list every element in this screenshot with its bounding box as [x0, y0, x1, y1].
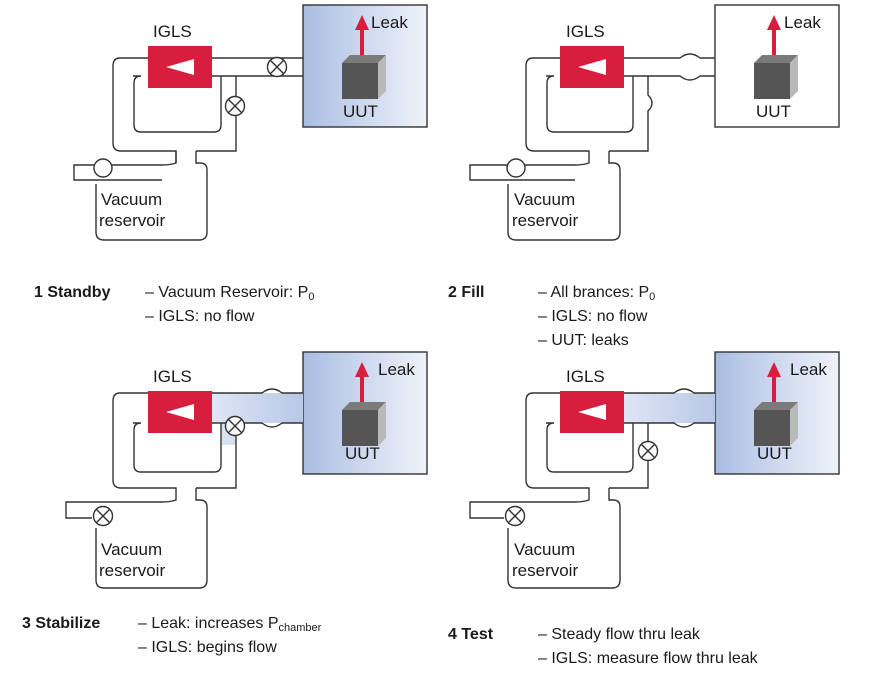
uut-label: UUT	[756, 102, 791, 121]
step-label-stabilize: 3 Stabilize	[22, 615, 101, 632]
valve-bypass-icon	[224, 95, 246, 117]
step-label-standby: 1 Standby	[34, 284, 111, 301]
step-description: – Leak: increases Pchamber – IGLS: begin…	[138, 614, 321, 662]
reservoir-port-icon	[93, 158, 113, 178]
valve-bypass-icon	[224, 415, 246, 437]
pipe-network	[469, 388, 715, 589]
description-line: – IGLS: no flow	[538, 308, 648, 325]
panel-fill: IGLS Leak UUT Vacuum reservoir	[469, 4, 840, 241]
leak-label: Leak	[784, 13, 821, 32]
panel-standby: IGLS Leak UUT Vacuum reservoir	[73, 4, 428, 241]
description-line: – Vacuum Reservoir: P0	[145, 284, 315, 303]
reservoir-label-2: reservoir	[99, 561, 165, 580]
step-description: – All brances: P0 – IGLS: no flow – UUT:…	[538, 283, 655, 355]
description-line: – Steady flow thru leak	[538, 626, 700, 643]
uut-cube-icon	[754, 55, 798, 99]
panel-test: IGLS Leak UUT Vacuum reservoir	[469, 351, 840, 589]
filled-pipe	[624, 393, 715, 423]
panel-stabilize: IGLS Leak UUT Vacuum reservoir	[65, 351, 428, 589]
reservoir-label-1: Vacuum	[101, 540, 162, 559]
igls-unit-icon	[148, 46, 212, 88]
valve-chamber-icon	[266, 56, 288, 78]
leak-label: Leak	[378, 360, 415, 379]
reservoir-label-2: reservoir	[512, 561, 578, 580]
description-line: – All brances: P0	[538, 284, 656, 303]
uut-label: UUT	[757, 444, 792, 463]
valve-bypass-icon	[637, 440, 659, 462]
description-line: – UUT: leaks	[538, 332, 629, 349]
igls-label: IGLS	[566, 367, 605, 386]
reservoir-port-icon	[506, 158, 526, 178]
uut-cube-icon	[754, 402, 798, 446]
step-label-fill: 2 Fill	[448, 284, 485, 301]
valve-reservoir-icon	[504, 505, 526, 527]
description-line: – IGLS: begins flow	[138, 639, 277, 656]
reservoir-label-1: Vacuum	[514, 540, 575, 559]
leak-label: Leak	[371, 13, 408, 32]
pipe-network	[65, 388, 303, 589]
filled-pipe	[212, 393, 303, 445]
step-description: – Steady flow thru leak – IGLS: measure …	[538, 625, 758, 673]
description-line: – Leak: increases Pchamber	[138, 615, 322, 634]
uut-cube-icon	[342, 402, 386, 446]
leak-label: Leak	[790, 360, 827, 379]
uut-cube-icon	[342, 55, 386, 99]
step-label-test: 4 Test	[448, 626, 494, 643]
igls-label: IGLS	[566, 22, 605, 41]
uut-label: UUT	[343, 102, 378, 121]
pipe-network	[469, 53, 715, 241]
igls-label: IGLS	[153, 367, 192, 386]
description-line: – IGLS: no flow	[145, 308, 255, 325]
description-line: – IGLS: measure flow thru leak	[538, 650, 758, 667]
reservoir-label-2: reservoir	[512, 211, 578, 230]
igls-unit-icon	[148, 391, 212, 433]
reservoir-label-1: Vacuum	[514, 190, 575, 209]
reservoir-label-1: Vacuum	[101, 190, 162, 209]
reservoir-label-2: reservoir	[99, 211, 165, 230]
igls-unit-icon	[560, 391, 624, 433]
igls-label: IGLS	[153, 22, 192, 41]
uut-label: UUT	[345, 444, 380, 463]
valve-reservoir-icon	[92, 505, 114, 527]
step-description: – Vacuum Reservoir: P0 – IGLS: no flow	[145, 283, 314, 331]
igls-unit-icon	[560, 46, 624, 88]
